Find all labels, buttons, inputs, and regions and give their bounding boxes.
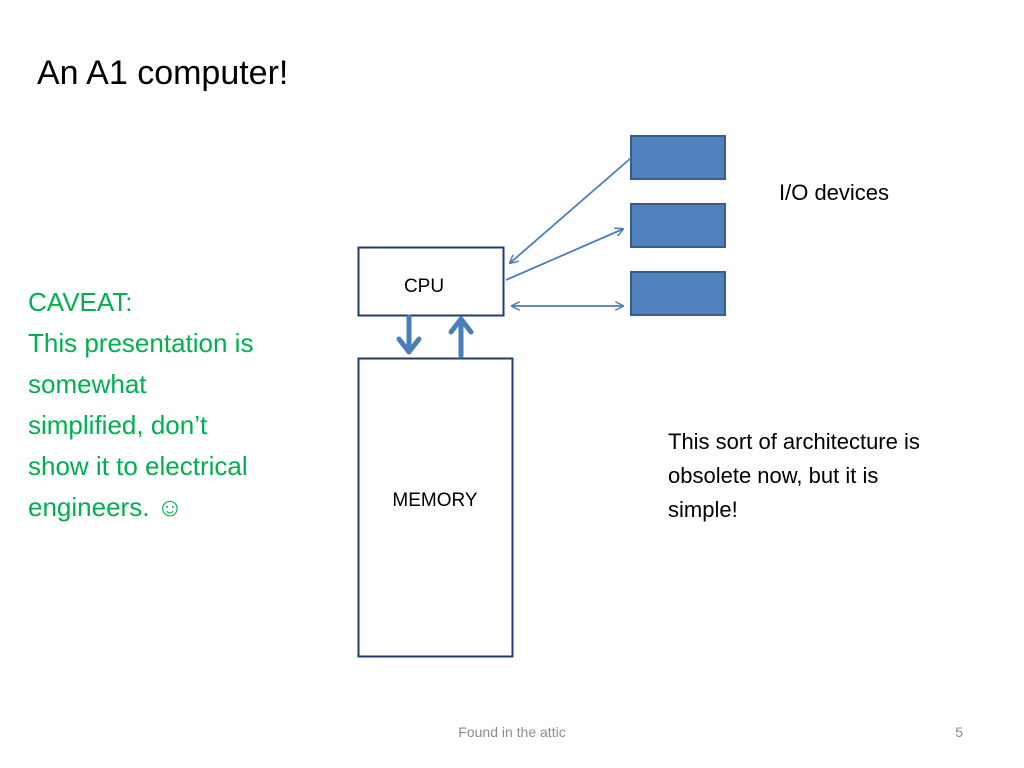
memory-label: MEMORY <box>392 490 477 511</box>
note-line: simple! <box>668 497 738 522</box>
cpu-box <box>357 246 505 317</box>
cpu-label: CPU <box>404 276 444 297</box>
io-device-3 <box>630 271 726 316</box>
caveat-line: somewhat <box>28 369 147 399</box>
io-device-2 <box>630 203 726 248</box>
caveat-line: engineers. ☺ <box>28 492 184 522</box>
io-to-cpu-arrow <box>510 157 632 263</box>
caveat-line: This presentation is <box>28 328 254 358</box>
page-number: 5 <box>955 724 963 740</box>
caveat-text: CAVEAT: This presentation is somewhat si… <box>28 282 328 528</box>
io-device-1 <box>630 135 726 180</box>
io-devices-label: I/O devices <box>779 180 890 205</box>
architecture-note: This sort of architecture is obsolete no… <box>668 425 998 527</box>
caveat-line: CAVEAT: <box>28 287 133 317</box>
cpu-to-memory-arrow <box>396 314 422 355</box>
note-line: obsolete now, but it is <box>668 463 879 488</box>
slide-footer: Found in the attic <box>458 724 566 740</box>
slide-title: An A1 computer! <box>37 54 289 92</box>
cpu-to-io-arrow <box>505 229 623 281</box>
note-line: This sort of architecture is <box>668 429 920 454</box>
caveat-line: simplified, don’t <box>28 410 208 440</box>
caveat-line: show it to electrical <box>28 451 248 481</box>
memory-box <box>357 357 514 658</box>
memory-to-cpu-arrow <box>448 316 474 359</box>
